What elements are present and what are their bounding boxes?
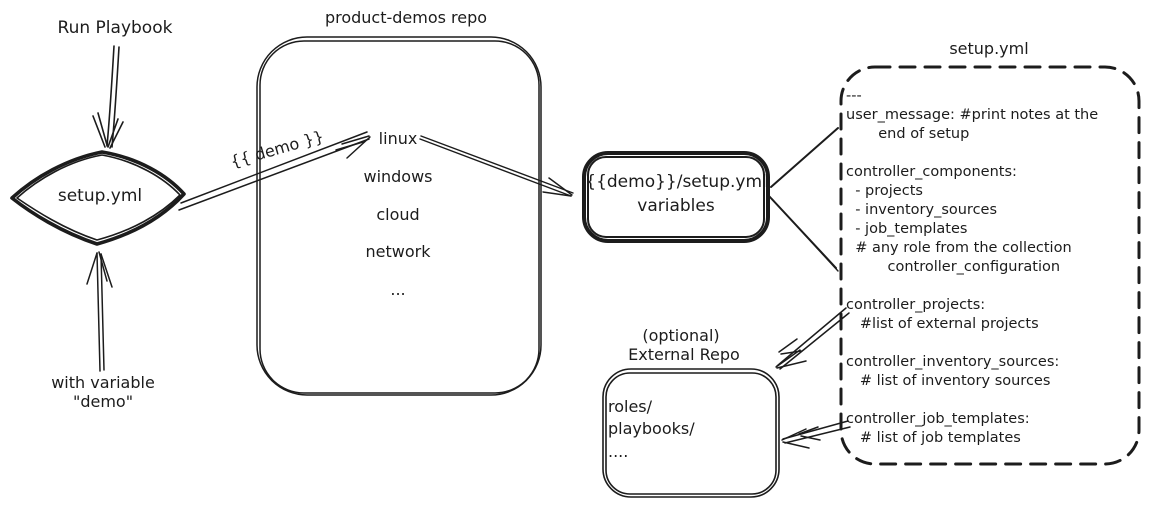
projects-to-external-arrow [775, 307, 850, 370]
yaml-line: controller_projects: [846, 297, 986, 313]
repo-item-linux: linux [378, 129, 418, 148]
yaml-line: end of setup [846, 126, 970, 142]
with-variable-label-line1: with variable [51, 373, 155, 392]
yaml-line: - job_templates [846, 221, 968, 237]
repo-item-network: network [365, 242, 431, 261]
yaml-line: # any role from the collection [846, 240, 1072, 256]
setup-yml-diamond [10, 150, 186, 246]
yaml-line: controller_components: [846, 164, 1017, 180]
external-repo-title-line2: External Repo [628, 345, 740, 364]
setup-file-content: --- user_message: #print notes at the en… [846, 87, 1138, 448]
external-repo-item-roles: roles/ [608, 397, 653, 416]
demo-arrow [178, 131, 371, 211]
variables-to-setup-lines [768, 127, 839, 272]
job-templates-to-external-arrow [781, 420, 851, 449]
yaml-line [846, 391, 1138, 410]
run-playbook-label: Run Playbook [57, 18, 173, 38]
variables-box-line1: {{demo}}/setup.yml [585, 172, 767, 192]
repo-box-outline [256, 36, 542, 396]
with-variable-label-line2: "demo" [72, 392, 134, 411]
with-variable-arrow [86, 251, 113, 372]
yaml-line: #list of external projects [846, 316, 1039, 332]
linux-to-variables-arrow [419, 135, 574, 197]
yaml-line: # list of job templates [846, 430, 1021, 446]
yaml-line: - inventory_sources [846, 202, 998, 218]
yaml-line [846, 334, 1138, 353]
setup-file-title: setup.yml [949, 39, 1029, 58]
external-repo-item-playbooks: playbooks/ [608, 419, 695, 438]
yaml-line: controller_job_templates: [846, 411, 1030, 427]
external-repo-title-line1: (optional) [642, 326, 720, 345]
repo-item-windows: windows [363, 167, 433, 186]
external-repo-outline [602, 368, 780, 498]
variables-box-line2: variables [637, 196, 715, 216]
variables-box-outline [582, 151, 770, 243]
repo-box-title: product-demos repo [324, 8, 488, 27]
yaml-line [846, 144, 1138, 163]
yaml-line: controller_configuration [846, 259, 1061, 275]
setup-file-outline [839, 65, 1141, 466]
repo-item-ellipsis: ... [390, 280, 406, 299]
yaml-line: - projects [846, 183, 923, 199]
yaml-line: # list of inventory sources [846, 373, 1051, 389]
external-repo-item-ellipsis: .... [608, 442, 629, 461]
diamond-label: setup.yml [57, 186, 143, 206]
yaml-line [846, 277, 1138, 296]
repo-item-cloud: cloud [376, 205, 420, 224]
run-playbook-arrow [92, 45, 124, 149]
yaml-line: --- [846, 88, 862, 104]
yaml-line: controller_inventory_sources: [846, 354, 1060, 370]
yaml-line: user_message: #print notes at the [846, 107, 1099, 123]
